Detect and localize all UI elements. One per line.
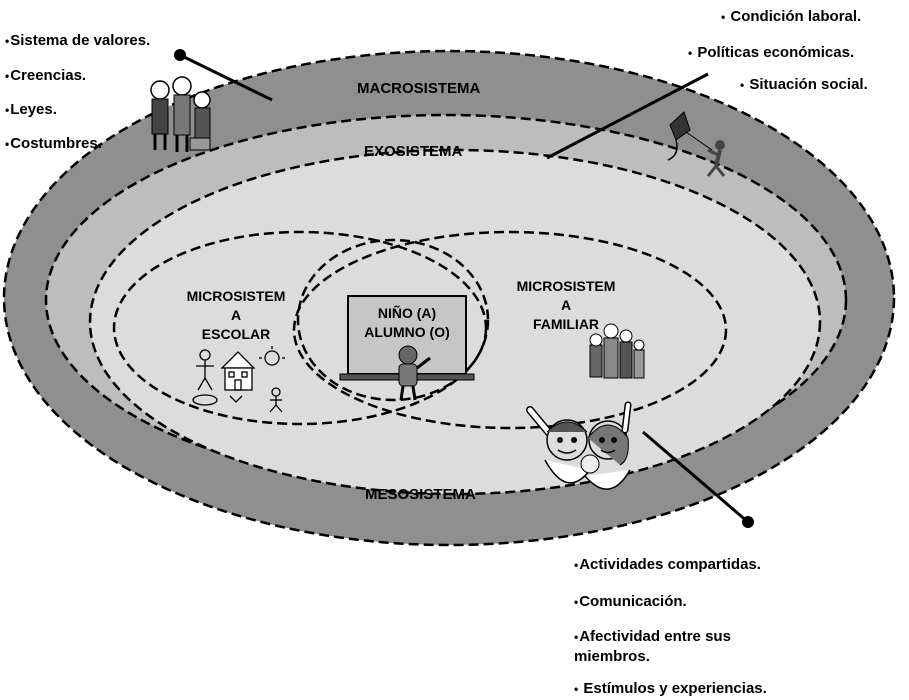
child-ellipse: [296, 238, 490, 402]
list-item: •Leyes.: [5, 101, 57, 118]
family-group-icon: [589, 323, 645, 379]
child-label: NIÑO (A) ALUMNO (O): [348, 304, 466, 342]
list-item: •Afectividad entre sus: [574, 628, 731, 645]
list-item-continuation: miembros.: [574, 648, 650, 665]
microsystem-family-line-3: FAMILIAR: [532, 316, 600, 332]
list-item: • Condición laboral.: [721, 8, 862, 25]
waving-couple-icon: [526, 401, 632, 490]
microsystem-school-label: MICROSISTEM A ESCOLAR: [172, 287, 300, 344]
microsystem-family-line-1: MICROSISTEM: [516, 278, 616, 294]
macrosystem-label: MACROSISTEMA: [357, 80, 481, 97]
child-label-line-2: ALUMNO (O): [364, 324, 450, 340]
pointer-lines: [174, 49, 754, 528]
child-at-board-icon: [398, 345, 431, 401]
list-item: •Sistema de valores.: [5, 32, 151, 49]
school-drawing-icon: [192, 346, 285, 413]
microsystem-school-line-2: A: [230, 307, 242, 323]
mesosystem-label: MESOSISTEMA: [365, 486, 476, 503]
list-item: •Actividades compartidas.: [574, 556, 761, 573]
microsystem-school-line-1: MICROSISTEM: [186, 288, 286, 304]
exosystem-label: EXOSISTEMA: [364, 143, 463, 160]
list-item: •Costumbres.: [5, 135, 102, 152]
list-item: • Políticas económicas.: [688, 44, 855, 61]
list-item: •Comunicación.: [574, 593, 687, 610]
child-label-line-1: NIÑO (A): [377, 305, 437, 321]
list-item: • Situación social.: [740, 76, 868, 93]
microsystem-school-line-3: ESCOLAR: [201, 326, 271, 342]
people-clipart-icon: [150, 76, 211, 152]
microsystem-family-label: MICROSISTEM A FAMILIAR: [502, 277, 630, 334]
microsystem-school-ellipse: [112, 230, 488, 426]
list-item: •Creencias.: [5, 67, 87, 84]
kite-runner-icon: [667, 111, 726, 177]
list-item: • Estímulos y experiencias.: [574, 680, 767, 697]
microsystem-family-line-2: A: [560, 297, 572, 313]
microsystem-family-ellipse: [292, 230, 728, 430]
